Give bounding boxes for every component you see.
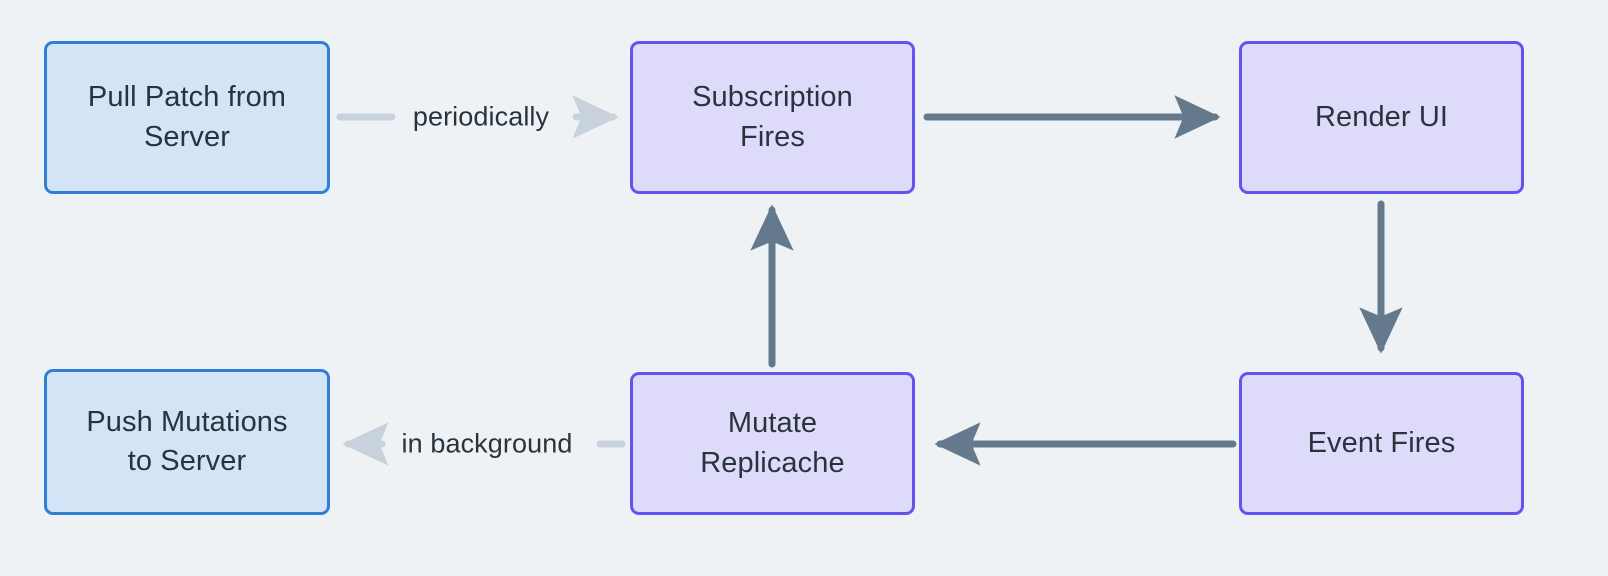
node-label: Mutate Replicache [700,407,845,479]
node-render-ui[interactable]: Render UI [1239,41,1524,194]
node-push-mutations-to-server[interactable]: Push Mutations to Server [44,369,330,515]
node-mutate-replicache[interactable]: Mutate Replicache [630,372,915,515]
node-pull-patch-from-server[interactable]: Pull Patch from Server [44,41,330,194]
node-subscription-fires[interactable]: Subscription Fires [630,41,915,194]
node-label: Render UI [1314,100,1449,133]
node-label: Pull Patch from Server [87,81,287,153]
edge-label-periodically: periodically [402,99,560,135]
node-label: Event Fires [1307,426,1456,459]
edge-label-in-background: in background [391,426,583,462]
node-event-fires[interactable]: Event Fires [1239,372,1524,515]
node-label: Push Mutations to Server [86,405,288,477]
node-label: Subscription Fires [692,81,853,153]
